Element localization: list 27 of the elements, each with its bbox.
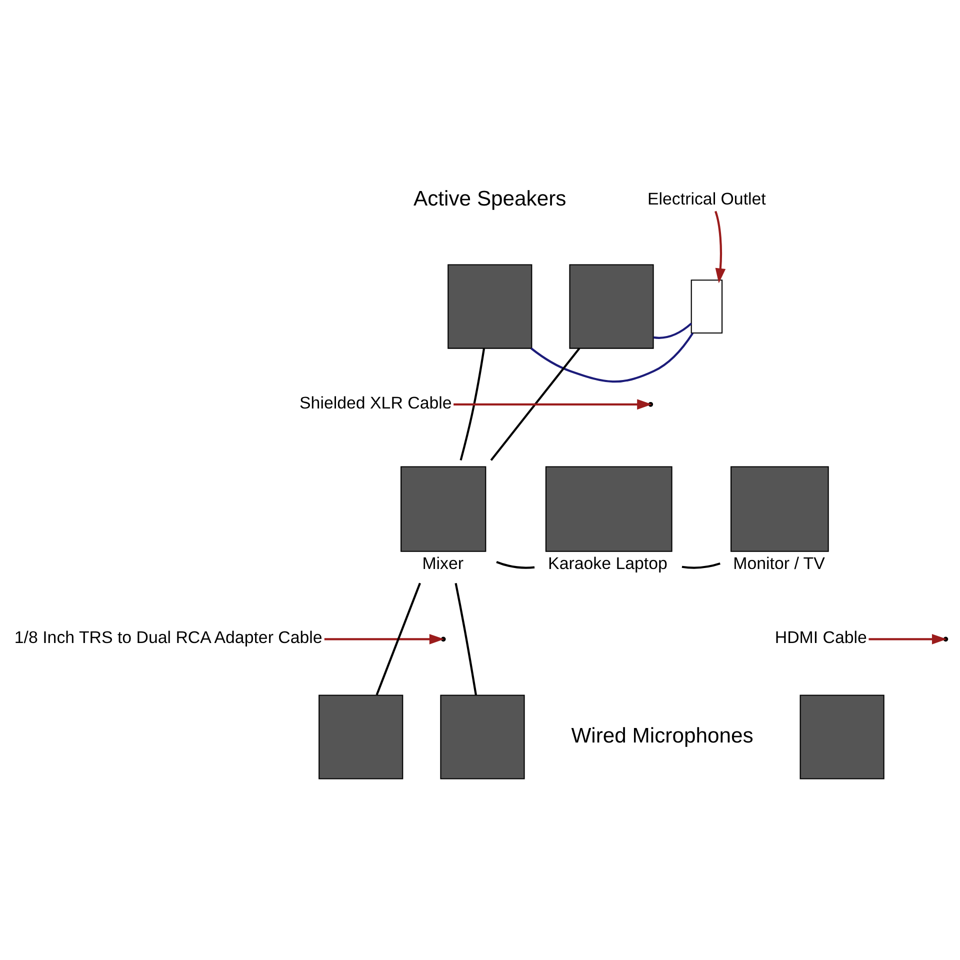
node-text: 1/8 Inch TRS to Dual RCA Adapter Cable <box>14 628 322 648</box>
node-label: Monitor / TV <box>733 554 825 574</box>
arrow <box>868 634 947 644</box>
arrow <box>714 210 726 284</box>
connector <box>460 348 486 461</box>
arrow <box>454 399 652 410</box>
connector <box>376 582 421 696</box>
node-box <box>690 280 723 334</box>
connector <box>490 348 580 461</box>
node-text: HDMI Cable <box>774 628 867 648</box>
arrow <box>324 634 444 644</box>
node-box <box>440 694 525 780</box>
connector <box>496 560 535 569</box>
connector <box>682 562 720 569</box>
connector <box>653 322 692 339</box>
node-label: Karaoke Laptop <box>548 554 668 574</box>
node-label: Mixer <box>422 554 464 574</box>
node-box <box>800 694 884 780</box>
label: Wired Microphones <box>571 724 754 748</box>
connector <box>530 332 694 383</box>
node-box <box>448 264 532 349</box>
node-box <box>318 694 404 780</box>
node-box <box>569 264 654 349</box>
connector <box>454 582 477 696</box>
node-text: Shielded XLR Cable <box>300 393 452 412</box>
label: Active Speakers <box>414 188 566 211</box>
node-text: Electrical Outlet <box>648 189 766 208</box>
